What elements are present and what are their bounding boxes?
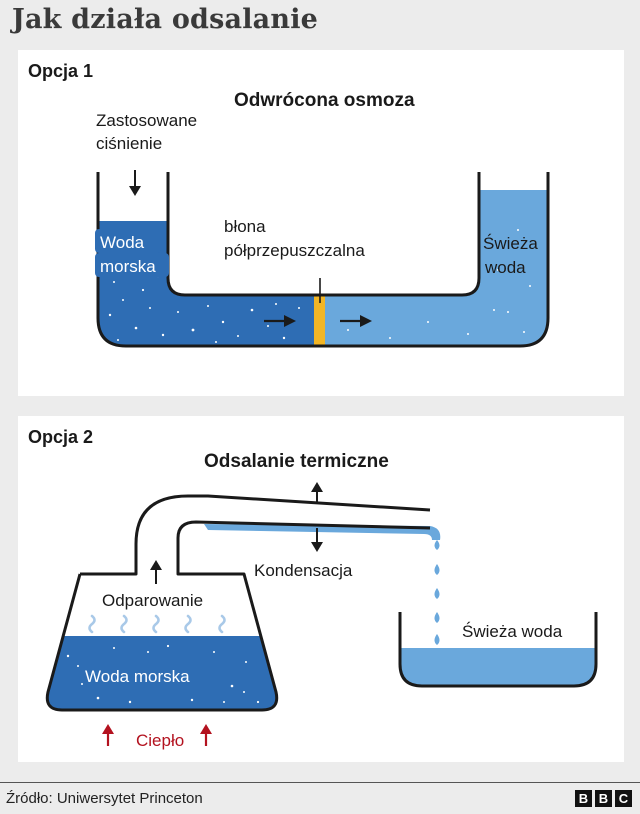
vapor-arrow-icon: [150, 560, 162, 584]
seawater-label-text: morska: [100, 257, 156, 276]
pressure-arrow-icon: [129, 170, 141, 196]
option1-heading: Odwrócona osmoza: [234, 90, 415, 111]
freshwater-label: Świeża woda: [462, 622, 563, 641]
heat-arrow-icon: [102, 724, 114, 746]
flask-bubbles: [66, 644, 260, 704]
membrane: [314, 290, 325, 346]
bbc-logo: B B C: [575, 790, 632, 807]
cooling-arrow-icon: [311, 482, 323, 504]
pressure-label: Zastosowane: [96, 111, 197, 130]
footer: Źródło: Uniwersytet Princeton B B C: [0, 782, 640, 814]
heat-label: Ciepło: [136, 731, 184, 750]
reverse-osmosis-diagram: Opcja 1 Odwrócona osmoza Zastosowane ciś…: [28, 61, 550, 348]
source-credit: Źródło: Uniwersytet Princeton: [6, 790, 203, 807]
option1-panel: Opcja 1 Odwrócona osmoza Zastosowane ciś…: [18, 50, 624, 396]
membrane-label: półprzepuszczalna: [224, 241, 365, 260]
freshwater-bubbles: [347, 229, 531, 339]
flask-seawater-fill: [47, 636, 277, 710]
thermal-desalination-diagram: Opcja 2 Odsalanie termiczne Kondensacja …: [28, 427, 598, 750]
heat-arrow-icon: [200, 724, 212, 746]
flow-arrow-icon: [340, 315, 372, 327]
steam-icon: [88, 614, 226, 634]
osmosis-tank: [96, 172, 550, 348]
condensation-label: Kondensacja: [254, 561, 353, 580]
logo-letter: B: [575, 790, 592, 807]
beaker-freshwater-fill: [400, 648, 596, 686]
flask-seawater-label: Woda morska: [85, 667, 190, 686]
option1-label: Opcja 1: [28, 61, 93, 81]
distillation-flask: [45, 494, 431, 712]
pressure-label: ciśnienie: [96, 134, 162, 153]
option2-label: Opcja 2: [28, 427, 93, 447]
seawater-label-text: Woda: [100, 233, 145, 252]
evaporation-label: Odparowanie: [102, 591, 203, 610]
membrane-label: błona: [224, 217, 266, 236]
page-title: Jak działa odsalanie: [12, 4, 319, 35]
freshwater-label: Świeża: [483, 234, 538, 253]
option2-panel: Opcja 2 Odsalanie termiczne Kondensacja …: [18, 416, 624, 762]
freshwater-label: woda: [484, 258, 526, 277]
condensation-arrow-icon: [311, 528, 323, 552]
seawater-label: Woda morska: [95, 229, 169, 277]
flow-arrow-icon: [264, 315, 296, 327]
logo-letter: B: [595, 790, 612, 807]
water-drop-icon: [434, 540, 440, 645]
logo-letter: C: [615, 790, 632, 807]
fresh-water-beaker: [398, 612, 598, 688]
option2-heading: Odsalanie termiczne: [204, 451, 389, 472]
